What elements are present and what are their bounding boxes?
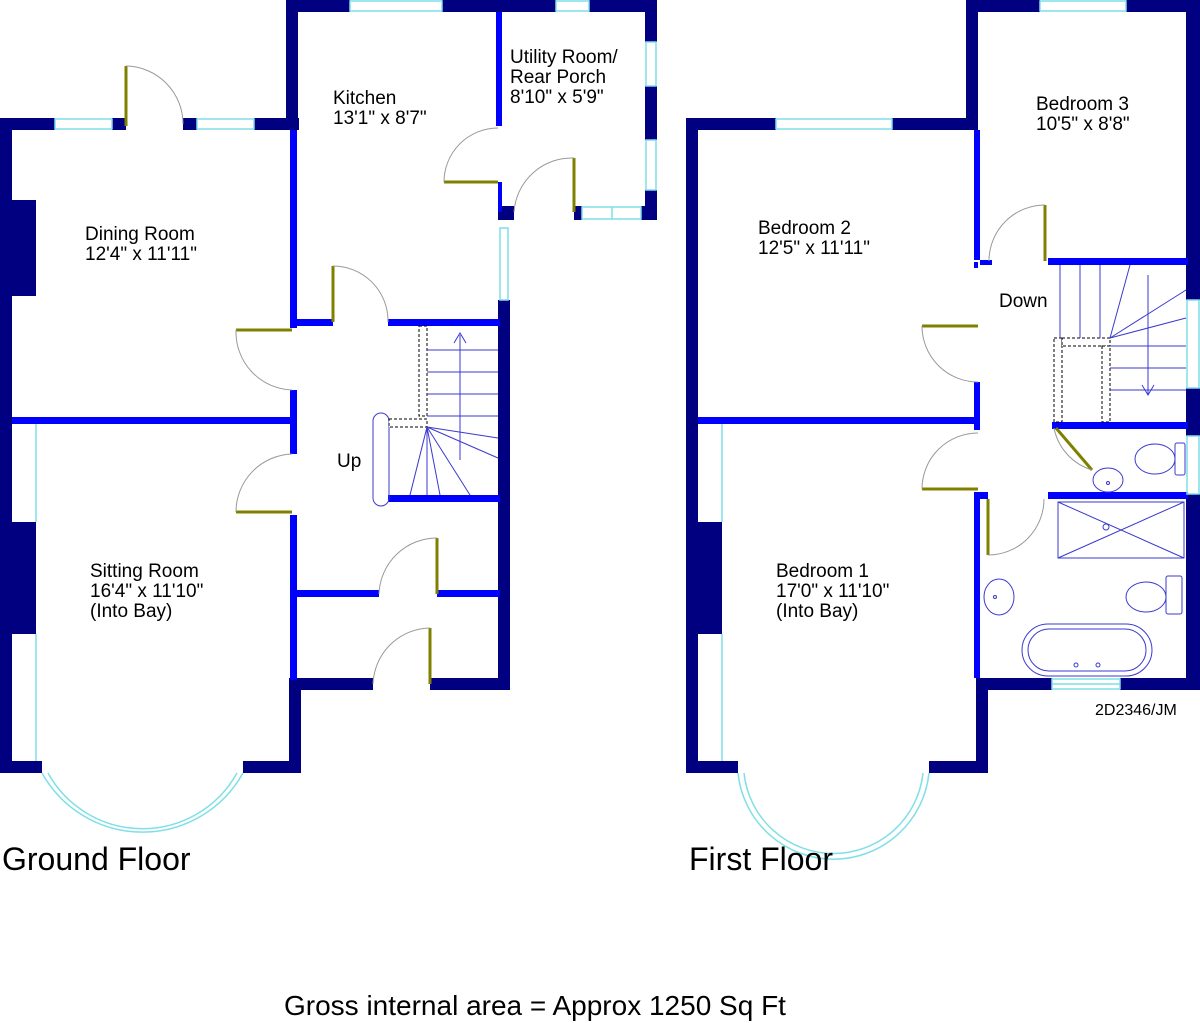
first-floor-plan: Bedroom 3 10'5" x 8'8" Bedroom 2 12'5" x… (686, 0, 1200, 877)
bedroom3-door (988, 204, 1047, 262)
porch-inner-door (378, 537, 439, 595)
kitchen-size: 13'1" x 8'7" (333, 108, 427, 129)
first-floor-staircase (1053, 264, 1187, 423)
utility-name: Utility Room/ (510, 47, 618, 68)
stairs-up-label: Up (337, 451, 361, 472)
bedroom2-name: Bedroom 2 (758, 218, 851, 239)
bedroom3-name: Bedroom 3 (1036, 94, 1129, 115)
wc-door (1053, 427, 1094, 471)
first-floor-inner-walls (698, 130, 1188, 678)
ground-floor-staircase (372, 325, 499, 507)
rear-door (124, 65, 184, 126)
sitting-door (235, 453, 293, 514)
bathroom-fixtures (983, 442, 1186, 677)
bedroom1-size: 17'0" x 11'10" (776, 581, 889, 602)
utility-back-door (513, 157, 576, 213)
bedroom1-door (921, 432, 979, 491)
bedroom1-name: Bedroom 1 (776, 561, 869, 582)
utility-size: 8'10" x 5'9" (510, 87, 604, 108)
utility-name-line2: Rear Porch (510, 67, 606, 88)
bedroom3-size: 10'5" x 8'8" (1036, 114, 1130, 135)
first-floor-doors (921, 204, 1094, 556)
bathroom-basin (983, 578, 1015, 616)
sitting-size: 16'4" x 11'10" (90, 581, 203, 602)
drawing-reference: 2D2346/JM (1095, 702, 1177, 719)
bathtub (1021, 623, 1153, 677)
ground-floor-labels: Kitchen 13'1" x 8'7" Utility Room/ Rear … (2, 47, 618, 877)
gross-internal-area: Gross internal area = Approx 1250 Sq Ft (284, 990, 786, 1021)
wc-basin (1092, 467, 1124, 493)
ground-floor-plan: Kitchen 13'1" x 8'7" Utility Room/ Rear … (0, 0, 657, 877)
hall-kitchen-door (331, 265, 389, 323)
stairs-down-label: Down (999, 291, 1048, 312)
ground-floor-outer-walls (0, 0, 657, 773)
ground-floor-windows (35, 0, 657, 833)
dining-door (235, 328, 293, 391)
dining-name: Dining Room (85, 224, 195, 245)
bathroom-toilet (1125, 575, 1183, 615)
bathroom-door (986, 498, 1045, 556)
first-floor-labels: Bedroom 3 10'5" x 8'8" Bedroom 2 12'5" x… (689, 94, 1177, 877)
first-floor-title: First Floor (689, 841, 833, 877)
ground-floor-title: Ground Floor (2, 841, 191, 877)
bedroom2-door (921, 324, 979, 383)
first-floor-windows (721, 0, 1200, 860)
sitting-name: Sitting Room (90, 561, 199, 582)
ground-floor-doors (124, 65, 576, 685)
front-door (372, 627, 432, 685)
bedroom1-note: (Into Bay) (776, 601, 858, 622)
kitchen-utility-door (443, 127, 499, 184)
sitting-note: (Into Bay) (90, 601, 172, 622)
wc-toilet (1134, 442, 1186, 476)
kitchen-name: Kitchen (333, 88, 396, 109)
shower-tray (1057, 501, 1185, 559)
dining-size: 12'4" x 11'11" (85, 244, 197, 265)
first-floor-outer-walls (686, 0, 1200, 773)
ground-floor-inner-walls (12, 12, 502, 680)
bedroom2-size: 12'5" x 11'11" (758, 238, 870, 259)
